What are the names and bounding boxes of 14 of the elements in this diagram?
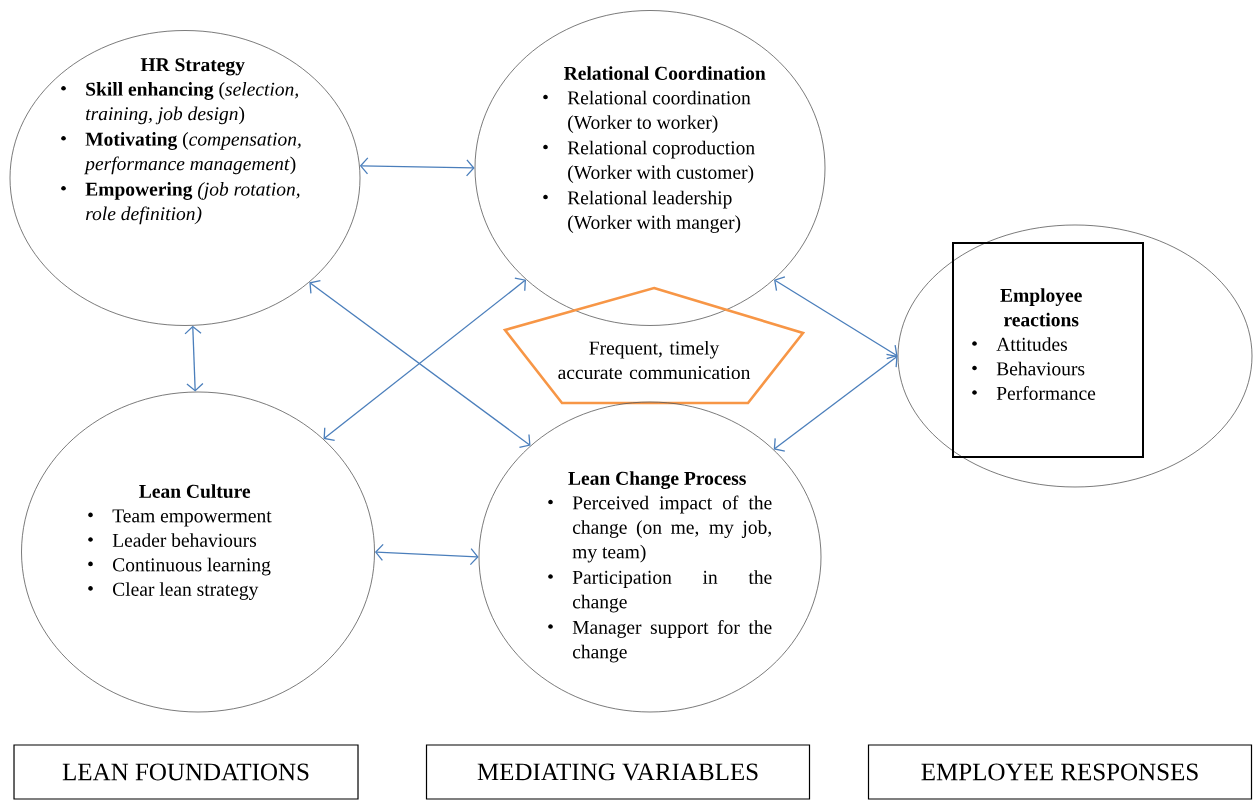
arrow bbox=[184, 325, 204, 392]
oval-node: Lean Change Process Perceived impact of the change (on me, my job, my team) Participation in the change Manager support for the change bbox=[478, 401, 822, 713]
text-box: Employee reactions Attitudes Behaviours Performance bbox=[952, 242, 1144, 458]
arrow bbox=[359, 157, 475, 177]
section-label-box: MEDIATING VARIABLES bbox=[425, 744, 811, 800]
arrow bbox=[374, 543, 479, 566]
arrow bbox=[773, 353, 898, 452]
oval-node: Relational Coordination Relational coordination (Worker to worker) Relational coproduction (Worker with customer) Relational leadership (Worker with manger) bbox=[474, 10, 826, 326]
circle bbox=[897, 224, 1253, 488]
section-label-box: LEAN FOUNDATIONS bbox=[13, 744, 359, 800]
section-label-box: EMPLOYEE RESPONSES bbox=[867, 744, 1253, 800]
arrow bbox=[774, 276, 898, 360]
oval-node: Lean Culture Team empowerment Leader behaviours Continuous learning Clear lean strategy bbox=[21, 391, 375, 713]
oval-node: HR Strategy Skill enhancing (selection, training, job design) Motivating (compensation, performance management) Empowering (job rotation, role definition) bbox=[9, 30, 361, 326]
